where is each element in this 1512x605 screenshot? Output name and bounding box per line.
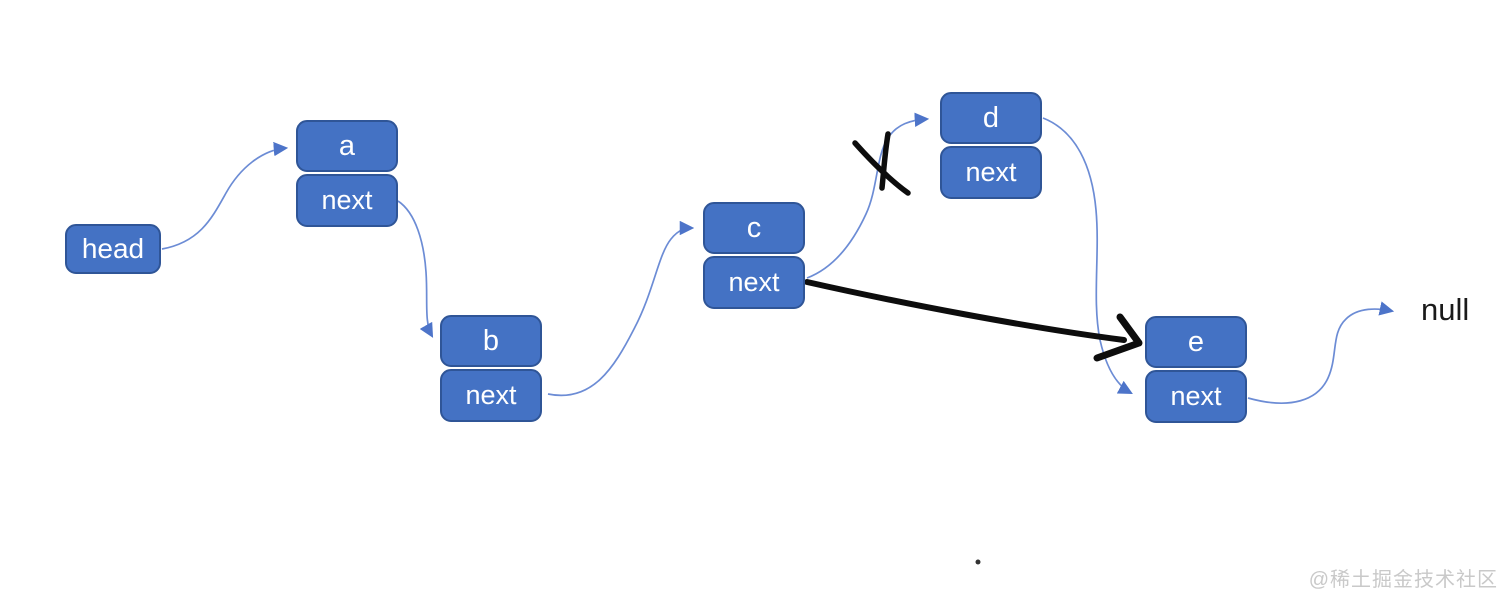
node-b-value-box: b	[440, 315, 542, 367]
node-c: c next	[703, 202, 805, 309]
null-terminal-label: null	[1421, 292, 1470, 327]
watermark: @稀土掘金技术社区	[1308, 569, 1498, 591]
node-e-value-box: e	[1145, 316, 1247, 368]
connector-c-next-to-d-crossed	[806, 112, 930, 279]
node-a-value-box: a	[296, 120, 398, 172]
node-a-next-box: next	[296, 174, 398, 227]
connector-b-next-to-c	[547, 220, 695, 397]
node-d: d next	[940, 92, 1042, 199]
node-e-next-box: next	[1145, 370, 1247, 423]
stray-dot	[975, 559, 981, 565]
node-b: b next	[440, 315, 542, 422]
redirect-arrow-c-to-e-shaft	[804, 279, 1127, 343]
node-a: a next	[296, 120, 398, 227]
node-head: head	[65, 224, 161, 274]
connector-a-next-to-b	[397, 200, 434, 338]
redirect-arrow-c-to-e-head	[1093, 313, 1143, 362]
node-c-next-box: next	[703, 256, 805, 309]
connector-head-to-a	[161, 141, 289, 250]
head-pointer-box: head	[65, 224, 161, 274]
node-e: e next	[1145, 316, 1247, 423]
node-b-next-box: next	[440, 369, 542, 422]
node-d-next-box: next	[940, 146, 1042, 199]
cross-out-stroke-2	[879, 131, 891, 191]
connector-d-next-to-e	[1042, 117, 1133, 395]
node-c-value-box: c	[703, 202, 805, 254]
node-d-value-box: d	[940, 92, 1042, 144]
connector-e-next-to-null	[1247, 301, 1395, 404]
